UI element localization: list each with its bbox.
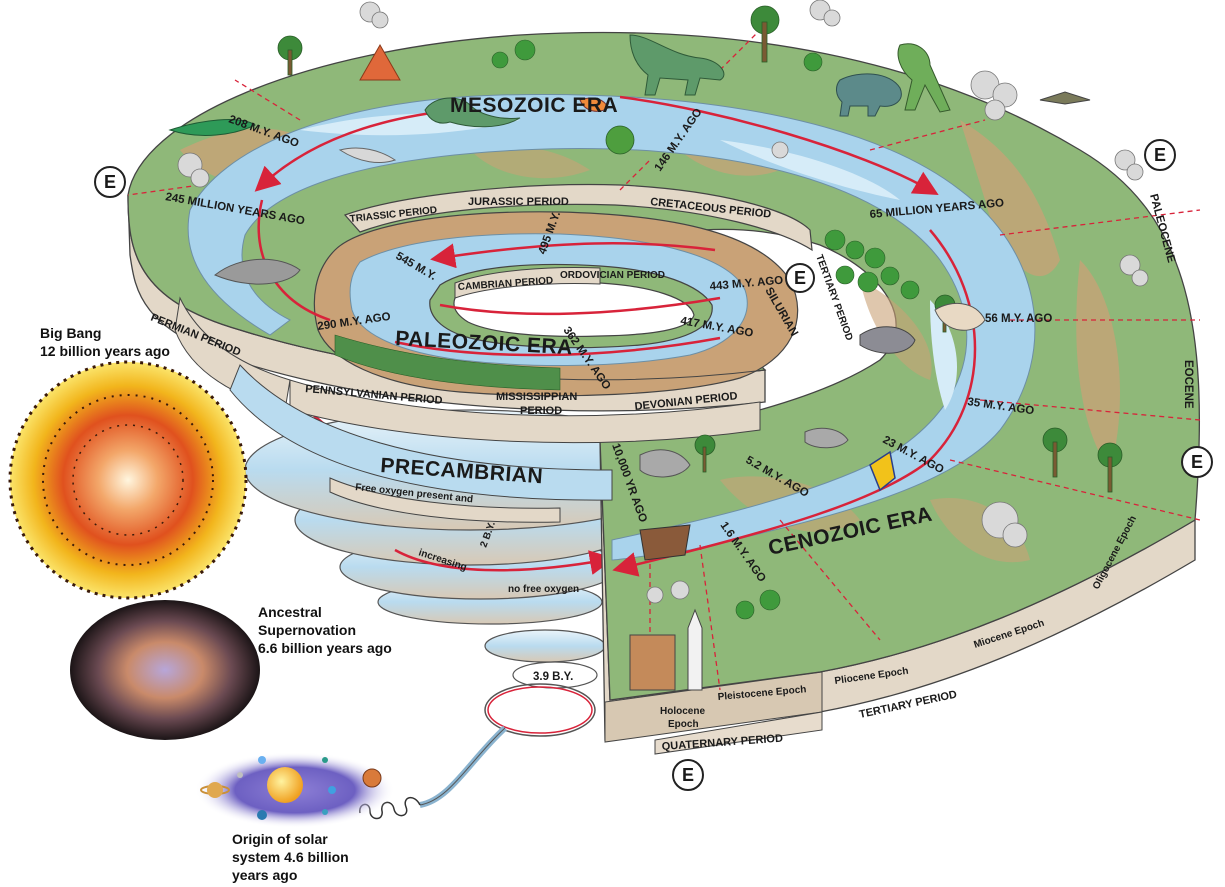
solar-origin-label-2: system 4.6 billion (232, 849, 349, 865)
scenery-illustrations (168, 0, 1149, 691)
holocene-epoch-line2: Epoch (668, 719, 699, 730)
mississippian-period-line1: MISSISSIPPIAN (496, 391, 577, 403)
mississippian-period-line2: PERIOD (520, 405, 562, 417)
svg-text:E: E (682, 765, 694, 785)
svg-text:E: E (794, 268, 806, 288)
big-bang-illustration (8, 360, 248, 600)
extinction-marker: E (785, 263, 815, 293)
supernova-label-2: Supernovation (258, 622, 356, 638)
extinction-markers: E E E E E (94, 139, 1213, 791)
big-bang-label: Big Bang (40, 325, 101, 341)
extinction-marker: E (1181, 446, 1213, 478)
svg-text:E: E (1154, 145, 1166, 165)
holocene-epoch-line1: Holocene (660, 706, 705, 717)
extinction-marker: E (1144, 139, 1176, 171)
svg-text:E: E (1191, 452, 1203, 472)
period-dividers (127, 19, 1201, 691)
event-labels: Big Bang 12 billion years ago Ancestral … (40, 325, 392, 883)
supernova-illustration (70, 600, 260, 740)
svg-text:E: E (104, 172, 116, 192)
solar-origin-label-3: years ago (232, 867, 297, 883)
jupiter-icon (362, 768, 382, 788)
big-bang-date: 12 billion years ago (40, 343, 170, 359)
age-3-9by: 3.9 B.Y. (533, 671, 573, 683)
no-free-oxygen-label: no free oxygen (508, 584, 579, 595)
ordovician-period: ORDOVICIAN PERIOD (560, 270, 665, 281)
supernova-date: 6.6 billion years ago (258, 640, 392, 656)
solar-origin-label-1: Origin of solar (232, 831, 328, 847)
extinction-marker: E (672, 759, 704, 791)
solar-system-illustration (195, 752, 395, 828)
sun-icon (267, 767, 303, 803)
mesozoic-era-label: MESOZOIC ERA (450, 94, 618, 117)
age-56: 56 M.Y. AGO (985, 313, 1052, 325)
extinction-marker: E (94, 166, 126, 198)
supernova-label-1: Ancestral (258, 604, 322, 620)
precambrian-band (229, 364, 613, 523)
jurassic-period: JURASSIC PERIOD (468, 196, 569, 208)
eocene-epoch: EOCENE (1182, 360, 1194, 409)
